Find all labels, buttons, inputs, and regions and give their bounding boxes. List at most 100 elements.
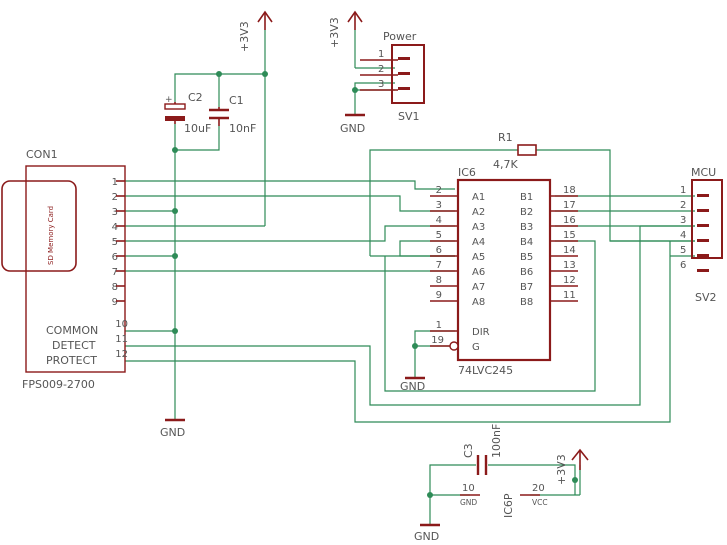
ic6-pin-name: B8	[520, 297, 533, 308]
sv1-ref: SV1	[398, 110, 420, 123]
con1-detect-label: DETECT	[52, 339, 96, 352]
ic6-pin: 5	[436, 230, 442, 241]
ic6-part-no: 74LVC245	[458, 364, 513, 377]
con1-pin: 2	[112, 192, 118, 203]
mcu-label: MCU	[691, 166, 716, 179]
con1-pin-stubs	[116, 180, 125, 302]
ic6-pin-name: A3	[472, 222, 485, 233]
capacitor-c1: C1 10nF	[209, 94, 256, 135]
ic6-pin: 2	[436, 185, 442, 196]
sv2-pin: 1	[680, 185, 686, 196]
ic6-pin: 8	[436, 275, 442, 286]
sv2-pins: 1 2 3 4 5 6	[680, 185, 709, 272]
ic6-pin-name: A5	[472, 252, 485, 263]
c2-value: 10uF	[184, 122, 211, 135]
ic6-pin-name: B5	[520, 252, 533, 263]
sv1-pin-3: 3	[378, 79, 384, 90]
gnd-symbol-main: GND	[160, 418, 185, 439]
r1-value: 4,7K	[493, 158, 518, 171]
ic6-pin-name: A4	[472, 237, 485, 248]
sv2-pin: 6	[680, 260, 686, 271]
connector-con1: CON1 SD Memory Card 1 2 3 4 5 6 7 8 9 10…	[1, 148, 128, 391]
ic6-pin-name: B3	[520, 222, 533, 233]
wires	[125, 30, 695, 525]
ic6-pin: 13	[563, 260, 576, 271]
gnd-symbol-ic6p: GND	[414, 523, 440, 543]
junctions	[172, 71, 578, 498]
c1-name: C1	[229, 94, 244, 107]
ic6-pin-name: B6	[520, 267, 533, 278]
sv2-ref: SV2	[695, 291, 717, 304]
connector-sv1: Power 1 2 3 SV1	[360, 30, 425, 123]
ic6-pin: 6	[436, 245, 442, 256]
supply-3v3-power: +3V3	[328, 10, 363, 48]
ic6p-vcc-name: VCC	[532, 498, 548, 507]
resistor-r1: R1 4,7K	[493, 131, 537, 171]
ic6p-power-pins: 10 GND 20 VCC IC6P	[460, 483, 548, 518]
supply-label: +3V3	[555, 454, 568, 485]
con1-pin: 1	[112, 177, 118, 188]
ic6-g-pin: 19	[431, 335, 444, 346]
c1-value: 10nF	[229, 122, 256, 135]
ic6-g-label: G	[472, 342, 480, 353]
gnd-symbol-power: GND	[340, 113, 365, 135]
sd-card-label: SD Memory Card	[47, 206, 55, 265]
con1-pin: 7	[112, 267, 118, 278]
ic6-pin-name: B7	[520, 282, 533, 293]
con1-pin: 3	[112, 207, 118, 218]
ic6-pin: 11	[563, 290, 576, 301]
ic6-pin: 12	[563, 275, 576, 286]
ic6-g-inversion-bubble	[449, 341, 459, 351]
con1-pin-numbers: 1 2 3 4 5 6 7 8 9 10 11 12	[112, 177, 128, 360]
capacitor-c3: C3 100nF	[462, 424, 503, 475]
ic6-pin: 17	[563, 200, 576, 211]
capacitor-c2: + C2 10uF	[164, 91, 211, 135]
sv2-pin: 2	[680, 200, 686, 211]
ic6-dir-pin: 1	[436, 320, 442, 331]
ic6-pin: 16	[563, 215, 576, 226]
ic6p-gnd-pin: 10	[462, 483, 475, 494]
ic6-pin-name: A1	[472, 192, 485, 203]
sv1-pin-2: 2	[378, 64, 384, 75]
ic6-pin-name: A2	[472, 207, 485, 218]
ic6-pin: 4	[436, 215, 442, 226]
ic6-pin-name: A6	[472, 267, 485, 278]
gnd-label: GND	[414, 530, 439, 543]
c3-name: C3	[462, 443, 475, 458]
ic6-a-pins: 2 3 4 5 6 7 8 9 A1 A2 A3 A4 A5 A6 A7 A8	[430, 185, 485, 308]
ic6-pin-name: B1	[520, 192, 533, 203]
con1-pin: 8	[112, 282, 118, 293]
ic6-pin: 7	[436, 260, 442, 271]
ic6-pin: 15	[563, 230, 576, 241]
ic6-ref: IC6	[458, 166, 476, 179]
c2-plus-mark: +	[165, 95, 173, 105]
ic6-dir-label: DIR	[472, 327, 490, 338]
sv2-pin: 3	[680, 215, 686, 226]
sv1-pin-1: 1	[378, 49, 384, 60]
connector-sv2: MCU 1 2 3 4 5 6 SV2	[680, 166, 723, 304]
con1-pin: 4	[112, 222, 118, 233]
ic6-b-pins: 18 17 16 15 14 13 12 11 B1 B2 B3 B4 B5 B…	[520, 185, 578, 308]
supply-label: +3V3	[238, 21, 251, 52]
ic6-pin-name: A7	[472, 282, 485, 293]
ic6-pin-name: B2	[520, 207, 533, 218]
ic6-pin: 14	[563, 245, 576, 256]
ic6-pin: 9	[436, 290, 442, 301]
supply-3v3-ic6p: +3V3	[555, 448, 589, 485]
con1-common-label: COMMON	[46, 324, 98, 337]
con1-part-no: FPS009-2700	[22, 378, 95, 391]
ic6-pin: 18	[563, 185, 576, 196]
con1-pin: 6	[112, 252, 118, 263]
ic6-pin-name: A8	[472, 297, 485, 308]
ic6-control-pins: 1 19 DIR G	[430, 320, 490, 353]
ic6p-gnd-name: GND	[460, 498, 477, 507]
ic6p-vcc-pin: 20	[532, 483, 545, 494]
con1-pin: 12	[115, 349, 128, 360]
ic6p-ref: IC6P	[502, 493, 515, 518]
ic6-74lvc245: IC6 74LVC245 2 3 4 5 6 7 8 9 A1 A2 A3 A4…	[430, 166, 578, 377]
gnd-label: GND	[160, 426, 185, 439]
gnd-label: GND	[340, 122, 365, 135]
supply-label: +3V3	[328, 17, 341, 48]
sv2-pin: 4	[680, 230, 686, 241]
